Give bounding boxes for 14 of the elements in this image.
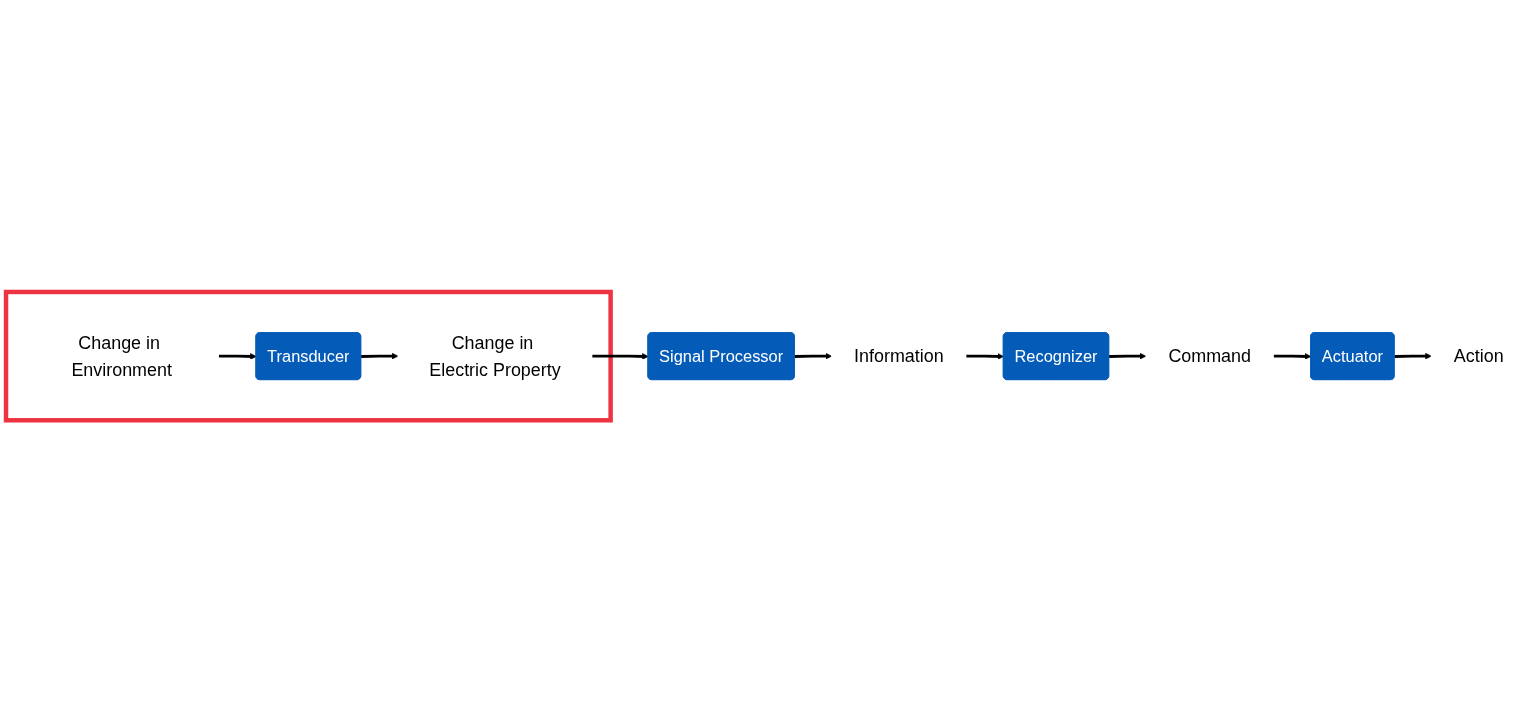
node-text: Change in Environment	[71, 332, 172, 380]
arrow	[361, 353, 399, 360]
node-text: Action	[1453, 346, 1504, 367]
cluster	[3, 290, 613, 423]
arrow	[1394, 353, 1432, 360]
arrow	[794, 353, 832, 360]
arrow	[591, 353, 649, 361]
node-text: Command	[1168, 346, 1251, 367]
node-text: Change in Electric Property	[429, 332, 561, 380]
node-text: Information	[854, 346, 944, 367]
arrow	[1273, 353, 1312, 361]
arrow	[966, 353, 1004, 361]
arrow	[218, 353, 257, 361]
arrow	[1109, 353, 1147, 360]
